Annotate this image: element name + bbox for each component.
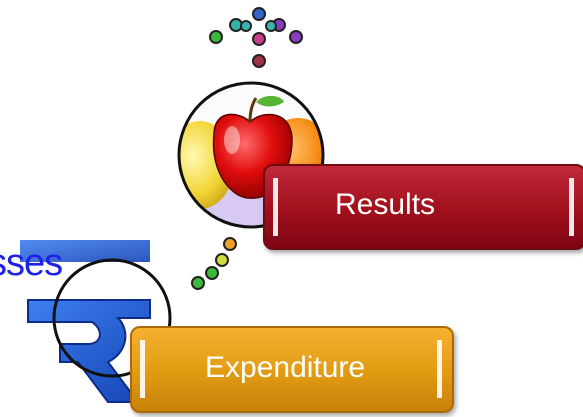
expenditure-label: Expenditure — [205, 351, 366, 384]
results-box: Results — [263, 164, 583, 250]
expenditure-box: Expenditure — [130, 326, 454, 413]
dot — [289, 30, 303, 44]
dot — [215, 253, 229, 267]
dot — [252, 7, 266, 21]
box-accent-left — [273, 178, 278, 236]
fruit-lens — [177, 81, 325, 229]
dot — [265, 20, 277, 32]
dot-cluster-top — [209, 7, 303, 68]
dot — [252, 32, 266, 46]
clipped-label: sses — [0, 238, 95, 288]
rupee-lens — [52, 258, 172, 378]
dot — [252, 54, 266, 68]
dot — [223, 237, 237, 251]
results-label: Results — [335, 188, 436, 221]
clipped-label-text: sses — [0, 242, 63, 284]
box-accent-right — [437, 340, 442, 398]
dot — [240, 20, 252, 32]
dot — [191, 276, 205, 290]
dot-chain-bottom — [191, 237, 237, 290]
box-accent-left — [140, 340, 145, 398]
box-accent-right — [569, 178, 574, 236]
dot — [205, 266, 219, 280]
dot — [209, 30, 223, 44]
rupee-icon — [20, 240, 151, 403]
